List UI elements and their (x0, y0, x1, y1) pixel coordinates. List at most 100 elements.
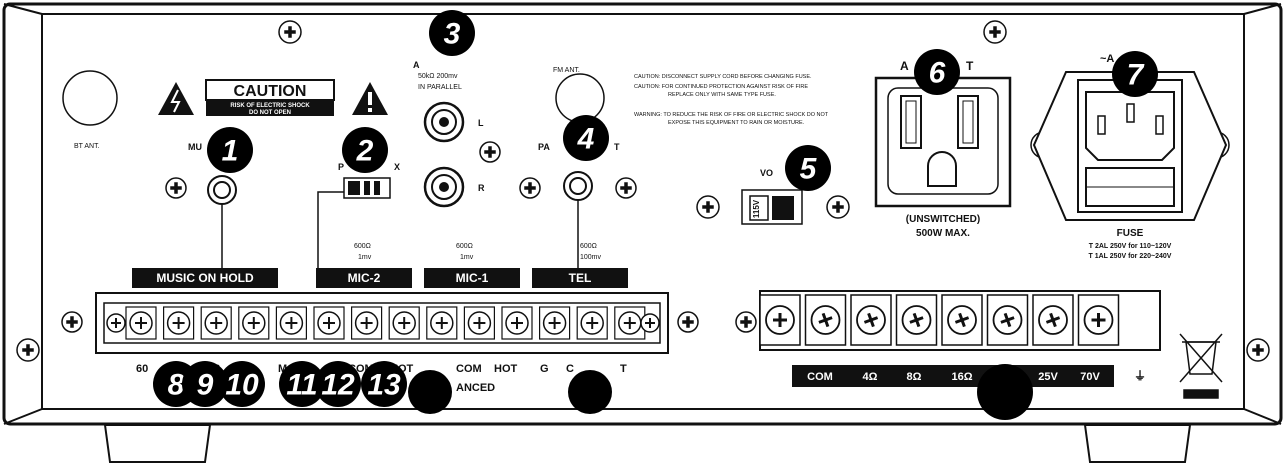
svg-text:10: 10 (225, 369, 259, 402)
screw-icon (735, 311, 757, 333)
terminal-screw-icon (275, 306, 307, 340)
speaker-label-bar: COM 4Ω 8Ω 16Ω 25V 70V ⏚ (792, 365, 1146, 387)
speaker-label: 70V (1080, 371, 1100, 383)
caution-line-1: RISK OF ELECTRIC SHOCK (230, 103, 310, 109)
terminal-screw-icon (501, 306, 533, 340)
speaker-label: 4Ω (863, 371, 878, 383)
ground-icon: ⏚ (1134, 369, 1146, 383)
aux-parallel: IN PARALLEL (418, 84, 462, 91)
svg-text:1: 1 (222, 135, 239, 168)
terminal-label: 60 (136, 363, 148, 375)
svg-text:7: 7 (1127, 59, 1145, 92)
callout-badge: 6 (914, 49, 960, 95)
screw-icon (278, 20, 302, 44)
callout-badge-blank (568, 370, 612, 414)
mic-switch-label-start: P (338, 162, 344, 172)
mic-2-switch: P X (317, 162, 400, 268)
svg-text:11: 11 (286, 369, 317, 402)
callout-badge: 5 (785, 145, 831, 191)
warning-line: EXPOSE THIS EQUIPMENT TO RAIN OR MOISTUR… (668, 120, 805, 126)
screw-icon (165, 177, 187, 199)
aux-rca-inputs: A 50kΩ 200mv IN PARALLEL L R (413, 60, 485, 208)
terminal-screw-icon (238, 306, 270, 340)
callout-badge: 12 (315, 361, 361, 407)
bt-antenna: BT ANT. (62, 70, 118, 150)
fm-ant-label: FM ANT. (553, 67, 580, 74)
rca-left-label: L (478, 118, 484, 128)
screw-icon (61, 311, 83, 333)
speaker-terminal-icon (1077, 294, 1120, 346)
screw-icon (677, 311, 699, 333)
terminal-label: G (540, 363, 549, 375)
screw-icon (519, 177, 541, 199)
ac-outlet-label-start: A (900, 59, 909, 73)
input-bar-mic-1: MIC-1 (456, 271, 489, 285)
music-jack-label: MU (188, 142, 202, 152)
fuse-rating-2: T 1AL 250V for 220~240V (1089, 253, 1172, 260)
speaker-terminal-icon (850, 294, 892, 346)
svg-text:5: 5 (800, 153, 818, 186)
speaker-label: COM (807, 371, 833, 383)
svg-text:13: 13 (367, 369, 401, 402)
terminal-screw-icon (426, 306, 458, 340)
fm-antenna: FM ANT. (553, 67, 605, 123)
terminal-screw-icon (313, 306, 345, 340)
svg-text:2: 2 (356, 135, 374, 168)
ground-screw-icon (106, 313, 126, 333)
terminal-label: T (620, 363, 627, 375)
speaker-terminal-icon (759, 294, 801, 346)
callout-badge-blank (408, 370, 452, 414)
bt-ant-label: BT ANT. (74, 143, 100, 150)
callout-badge: 10 (219, 361, 265, 407)
page-jack-label-end: T (614, 142, 620, 152)
speaker-label: 25V (1038, 371, 1058, 383)
speaker-terminal-icon (804, 294, 847, 346)
terminal-screw-icon (163, 306, 195, 340)
callout-badge: 3 (429, 10, 475, 56)
lightning-warning-icon (158, 82, 194, 115)
outlet-unswitched-label: (UNSWITCHED) (906, 214, 980, 225)
terminal-screw-icon (351, 306, 383, 340)
chassis (2, 2, 1283, 426)
mic-switch-label-end: X (394, 162, 400, 172)
terminal-screw-icon (200, 306, 232, 340)
terminal-screw-icon (463, 306, 495, 340)
callout-badge: 2 (342, 127, 388, 173)
speaker-label: 8Ω (907, 371, 922, 383)
terminal-screw-icon (388, 306, 420, 340)
callout-badge: 4 (563, 115, 609, 161)
speaker-terminals (759, 294, 1120, 346)
terminal-screw-icon (538, 306, 571, 340)
exclamation-warning-icon (352, 82, 388, 115)
speaker-terminal-icon (986, 294, 1029, 346)
svg-text:8: 8 (168, 369, 185, 402)
fuse-rating-1: T 2AL 250V for 110~120V (1089, 243, 1172, 250)
screw-icon (826, 195, 850, 219)
speaker-terminal-icon (895, 294, 938, 346)
warning-line: WARNING: TO REDUCE THE RISK OF FIRE OR E… (634, 112, 829, 118)
svg-text:4: 4 (577, 123, 595, 156)
screw-icon (479, 141, 501, 163)
screw-icon (983, 20, 1007, 44)
input-bar-mic-2: MIC-2 (348, 271, 381, 285)
terminal-label: HOT (494, 363, 518, 375)
speaker-terminal-icon (1032, 294, 1074, 346)
aux-label-prefix: A (413, 60, 420, 70)
terminal-screw-icon (614, 306, 646, 340)
warning-line: REPLACE ONLY WITH SAME TYPE FUSE. (668, 92, 776, 98)
terminal-label: COM (456, 363, 482, 375)
input-bar-music-on-hold: MUSIC ON HOLD (156, 271, 254, 285)
warning-line: CAUTION: DISCONNECT SUPPLY CORD BEFORE C… (634, 74, 812, 80)
input-terminals (106, 306, 660, 340)
speaker-label: 16Ω (951, 371, 972, 383)
balanced-label: ANCED (456, 382, 495, 394)
screw-icon (1246, 338, 1270, 362)
terminal-label: C (566, 363, 574, 375)
screw-icon (696, 195, 720, 219)
spec-mic1-level: 1mv (460, 254, 474, 261)
caution-title: CAUTION (234, 83, 307, 100)
outlet-power-label: 500W MAX. (916, 228, 970, 239)
speaker-terminal-icon (941, 294, 983, 346)
